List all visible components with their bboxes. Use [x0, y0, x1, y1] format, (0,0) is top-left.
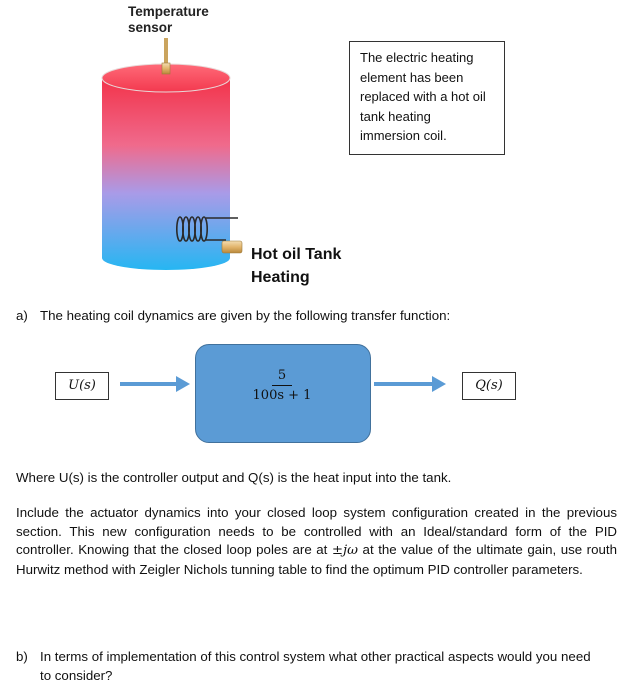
temperature-sensor-probe — [164, 38, 168, 70]
question-a-text: The heating coil dynamics are given by t… — [40, 308, 451, 323]
pole-location: ±jω — [331, 543, 359, 558]
info-line: tank heating — [360, 108, 431, 124]
info-line: replaced with a hot oil — [360, 89, 486, 104]
sensor-label-line: Temperature — [128, 4, 209, 19]
tank-label-line: Hot oil Tank — [251, 246, 342, 263]
output-arrow — [374, 376, 446, 392]
info-line: The electric heating — [360, 50, 474, 65]
info-line: element has been — [360, 69, 464, 85]
temperature-sensor-label: Temperature sensor — [128, 4, 209, 36]
info-line: immersion coil. — [360, 128, 447, 143]
temperature-sensor-cap — [161, 62, 171, 75]
instructions-text: at the value of the ultimate gain, use r… — [16, 542, 617, 577]
input-arrow — [120, 376, 190, 392]
paragraph-signals: Where U(s) is the controller output and … — [16, 470, 452, 485]
paragraph-instructions: Include the actuator dynamics into your … — [16, 504, 617, 579]
sensor-label-line: sensor — [128, 20, 173, 35]
tank-label-line: Heating — [251, 269, 310, 286]
question-b-label: b) — [16, 649, 28, 664]
transfer-function: 5 100s + 1 — [195, 368, 369, 403]
info-callout-box: The electric heating element has been re… — [349, 41, 505, 155]
hot-oil-pipe — [221, 240, 243, 254]
output-signal-box: Q(s) — [462, 372, 516, 400]
input-signal-box: U(s) — [55, 372, 109, 400]
tank-illustration — [101, 38, 243, 270]
question-b-text-cont: to consider? — [40, 667, 113, 683]
tank-body — [102, 78, 230, 270]
block-diagram-arrows — [120, 376, 446, 392]
tf-denominator: 100s + 1 — [252, 388, 312, 403]
immersion-coil-icon — [176, 216, 238, 242]
question-b-text: In terms of implementation of this contr… — [40, 649, 591, 664]
transfer-function-block — [195, 344, 371, 443]
question-a: a) The heating coil dynamics are given by… — [16, 307, 450, 326]
hot-oil-tank-label: Hot oil Tank Heating — [251, 243, 341, 289]
tf-numerator: 5 — [271, 368, 293, 386]
question-a-label: a) — [16, 308, 28, 323]
instructions-text: Include the actuator dynamics into your … — [16, 505, 617, 557]
question-b: b) In terms of implementation of this con… — [16, 648, 591, 685]
